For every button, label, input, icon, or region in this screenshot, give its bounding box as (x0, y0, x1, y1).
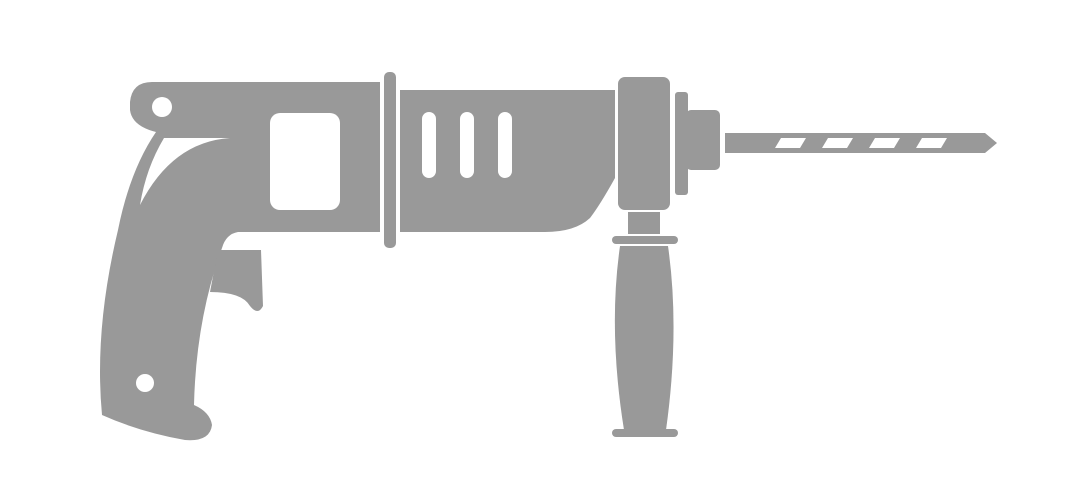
side-handle-top-flange (612, 236, 678, 244)
side-handle-neck (628, 212, 660, 234)
hanging-hole (152, 97, 172, 117)
switch-window (270, 113, 340, 210)
chuck (618, 77, 670, 210)
bit-flute (822, 138, 853, 148)
body-collar (384, 72, 396, 248)
drill-bit (725, 133, 997, 153)
bit-flute (775, 138, 806, 148)
vent-slot (460, 112, 474, 178)
bit-flute (916, 138, 947, 148)
bit-flute (869, 138, 900, 148)
side-handle-bottom-flange (612, 429, 678, 437)
grip-highlight-groove (140, 138, 230, 205)
chuck-nose (686, 110, 720, 170)
grip-screw-hole (136, 374, 154, 392)
vent-slot (498, 112, 512, 178)
chuck-ring (675, 92, 688, 195)
vent-slot (422, 112, 436, 178)
side-handle-grip (614, 246, 674, 430)
trigger (210, 250, 263, 311)
